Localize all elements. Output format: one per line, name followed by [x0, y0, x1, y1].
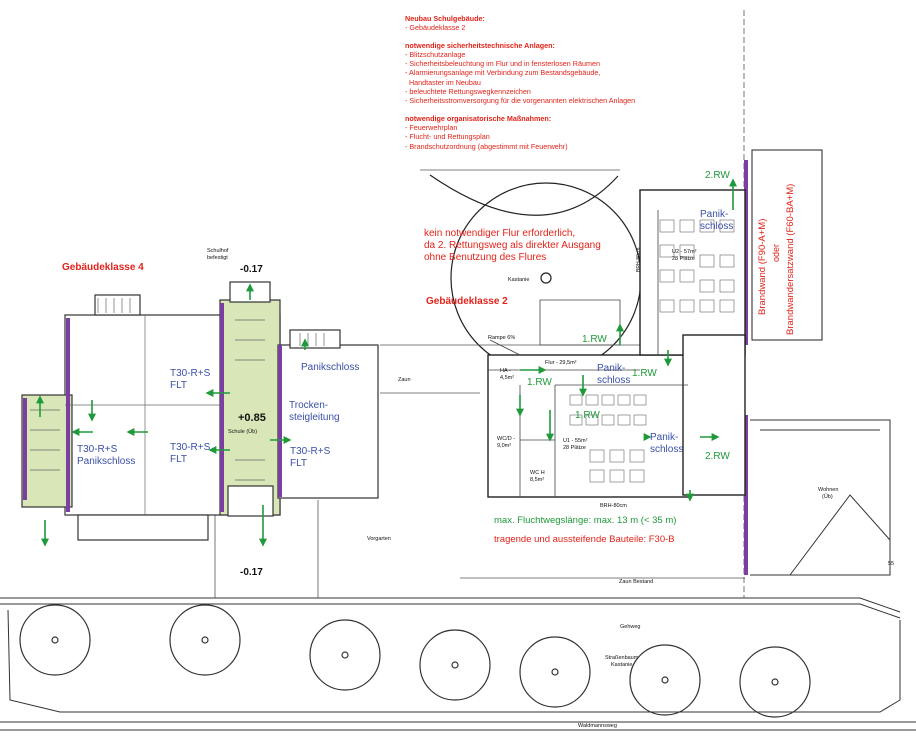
safety-item: - Blitzschutzanlage: [405, 49, 466, 59]
fence-existing-label: Zaun Bestand: [619, 579, 653, 585]
wc-h-line1: WC H: [530, 470, 545, 476]
existing-building: [21, 281, 379, 541]
level-bottom: -0.17: [240, 567, 263, 578]
org-item: - Flucht- und Rettungsplan: [405, 132, 490, 142]
t30-right-label: T30-R+S: [290, 446, 331, 457]
flt-mid-label: FLT: [170, 454, 187, 465]
max-escape-label: max. Fluchtwegslänge: max. 13 m (< 35 m): [494, 515, 676, 526]
firewall-line1: Brandwand (F90-A+M): [757, 219, 768, 315]
ramp-label: Rampe 6%: [488, 335, 515, 341]
rw2-label: 2.RW: [705, 170, 730, 181]
schoolyard-line2: befestigt: [207, 255, 228, 261]
class4-label: Gebäudeklasse 4: [62, 262, 144, 273]
neighbor-house: [750, 419, 891, 576]
level-top: -0.17: [240, 264, 263, 275]
safety-item: - beleuchtete Rettungswegkennzeichen: [405, 87, 531, 97]
safety-item: - Sicherheitsstromversorgung für die vor…: [405, 96, 636, 106]
flt-top-label: FLT: [170, 380, 187, 391]
dry-riser-line2: steigleitung: [289, 412, 340, 423]
u2-line1: U2 - 57m²: [672, 249, 697, 255]
safety-item: - Alarmierungsanlage mit Verbindung zum …: [405, 68, 601, 78]
brh-side: BRH-80cm: [636, 248, 642, 272]
t30-top-label: T30-R+S: [170, 368, 211, 379]
dry-riser-line1: Trocken-: [289, 400, 328, 411]
front-garden-label: Vorgarten: [367, 536, 391, 542]
panik-left-label: Panikschloss: [77, 456, 135, 467]
panik-u1-line2: schloss: [650, 444, 683, 455]
wc-d-line2: 9,0m²: [497, 443, 511, 449]
school-label: Schule (Üb): [228, 428, 257, 435]
requirements-notes: Neubau Schulgebäude: - Gebäudeklasse 2 n…: [405, 14, 725, 159]
t30-left-label: T30-R+S: [77, 444, 118, 455]
safety-item: - Sicherheitsbeleuchtung im Flur und in …: [405, 59, 600, 69]
rw1-label: 1.RW: [632, 368, 657, 379]
rw1-label: 1.RW: [527, 377, 552, 388]
chestnut-label: Kastanie: [508, 277, 529, 283]
u1-line1: U1 - 55m²: [563, 438, 588, 444]
class2-label: Gebäudeklasse 2: [426, 296, 508, 307]
no-corridor-line3: ohne Benutzung des Flures: [424, 252, 546, 263]
street-area: [0, 597, 916, 731]
structural-label: tragende und aussteifende Bauteile: F30-…: [494, 534, 675, 545]
rw1-label: 1.RW: [582, 334, 607, 345]
t30-mid-label: T30-R+S: [170, 442, 211, 453]
u2-line2: 28 Plätze: [672, 256, 695, 262]
org-item: - Feuerwehrplan: [405, 122, 458, 132]
no-corridor-line2: da 2. Rettungsweg als direkter Ausgang: [424, 240, 601, 251]
panik-u2-line1: Panik-: [700, 209, 728, 220]
footpath-label: Gehweg: [620, 624, 641, 630]
brh-bottom: BRH-80cm: [600, 503, 627, 509]
org-item: - Brandschutzordnung (abgestimmt mit Feu…: [405, 141, 568, 151]
u1-line2: 28 Plätze: [563, 445, 586, 451]
no-corridor-line1: kein notwendiger Flur erforderlich,: [424, 228, 575, 239]
schoolyard-line1: Schulhof: [207, 248, 229, 254]
corner-number: 55: [888, 561, 894, 567]
new-building-item: - Gebäudeklasse 2: [405, 23, 466, 33]
panik-center-line2: schloss: [597, 375, 630, 386]
housing-line1: Wohnen: [818, 487, 838, 493]
new-building-inner: [488, 210, 688, 497]
panik-u2-line2: schloss: [700, 221, 733, 232]
classroom-desks: [569, 219, 735, 483]
safety-item: Handtaster im Neubau: [405, 77, 481, 87]
rw2-label: 2.RW: [705, 451, 730, 462]
escape-arrows: [36, 178, 737, 547]
org-heading: notwendige organisatorische Maßnahmen:: [405, 113, 552, 123]
street-trees: [19, 604, 811, 718]
panik-center-line1: Panik-: [597, 363, 625, 374]
level-center: +0.85: [238, 412, 266, 424]
wc-h-line2: 8,5m²: [530, 477, 544, 483]
ha-line2: 4,5m²: [500, 375, 514, 381]
housing-line2: (Üb): [822, 493, 833, 500]
corridor-label: Flur - 29,5m²: [545, 360, 577, 366]
rw1-label: 1.RW: [575, 410, 600, 421]
fire-wall-box: [751, 149, 823, 341]
street-tree-line1: Straßenbaum: [605, 655, 639, 661]
street-tree-line2: Kastanie: [611, 662, 632, 668]
new-building-heading: Neubau Schulgebäude:: [405, 14, 485, 23]
panik-main-label: Panikschloss: [301, 362, 359, 373]
fence-label: Zaun: [398, 377, 411, 383]
street-name: Waldmannsweg: [578, 723, 617, 729]
ha-line1: HA -: [500, 368, 511, 374]
safety-heading: notwendige sicherheitstechnische Anlagen…: [405, 40, 555, 50]
firewall-line2: oder: [771, 244, 781, 262]
wc-d-line1: WC/D -: [497, 436, 515, 442]
flt-right-label: FLT: [290, 458, 307, 469]
fire-walls-purple: [23, 160, 748, 575]
panik-u1-line1: Panik-: [650, 432, 678, 443]
firewall-line3: Brandwandersatzwand (F60-BA+M): [785, 184, 796, 335]
